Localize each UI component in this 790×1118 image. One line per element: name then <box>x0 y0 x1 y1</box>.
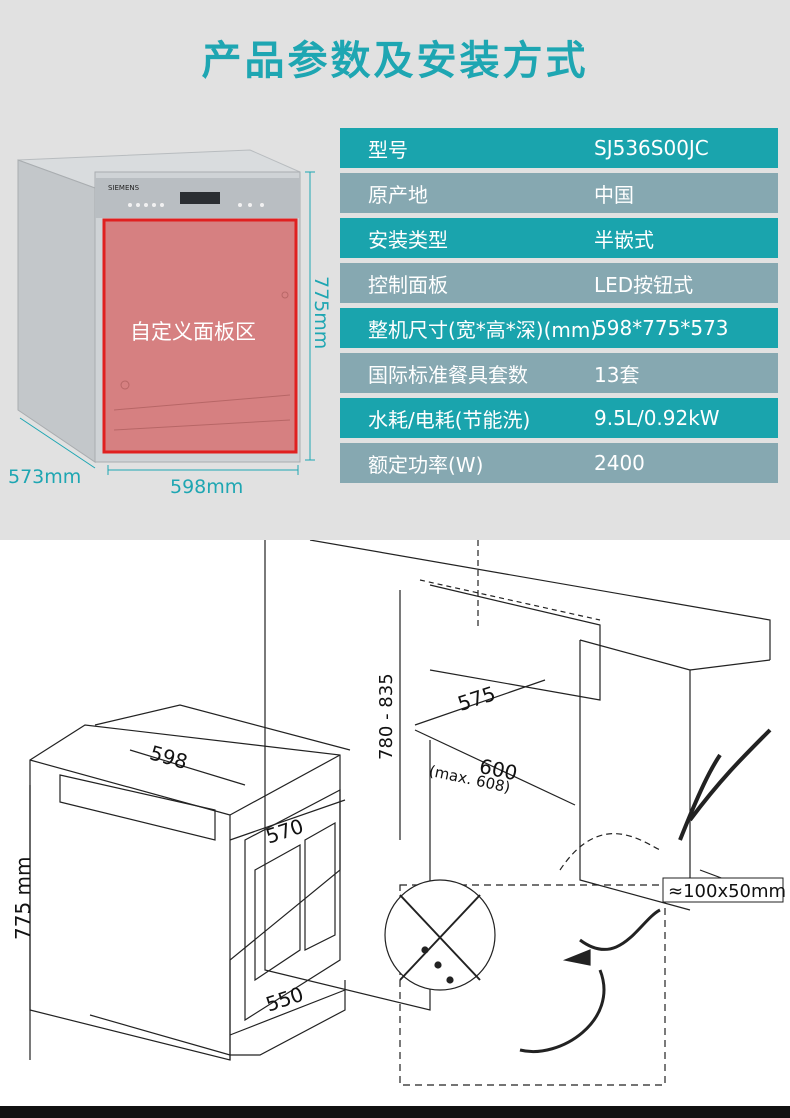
spec-row: 整机尺寸(宽*高*深)(mm)598*775*573 <box>340 308 778 348</box>
dim-width-570: 570 <box>263 814 307 849</box>
page-title: 产品参数及安装方式 <box>201 38 589 84</box>
product-info-section: 产品参数及安装方式 SIEMENS <box>0 0 790 540</box>
custom-panel-label: 自定义面板区 <box>130 320 256 344</box>
dim-height-775: 775 mm <box>11 857 35 941</box>
installation-diagram-section: 598 775 mm 570 550 575 600 (max. 608) 78… <box>0 539 790 1106</box>
spec-label: 安装类型 <box>368 227 448 252</box>
spec-label: 原产地 <box>368 182 428 207</box>
spec-label: 整机尺寸(宽*高*深)(mm) <box>368 317 599 342</box>
spec-label: 额定功率(W) <box>368 452 484 477</box>
spec-row: 控制面板 LED按钮式 <box>340 263 778 303</box>
spec-row: 水耗/电耗(节能洗) 9.5L/0.92kW <box>340 398 778 438</box>
dim-width-598: 598 <box>147 740 190 774</box>
bottom-bar <box>0 1106 790 1118</box>
dim-niche-height: 780 - 835 <box>376 673 397 760</box>
spec-value: 中国 <box>594 182 634 207</box>
width-dimension: 598mm <box>170 476 244 498</box>
spec-label: 控制面板 <box>368 272 448 297</box>
dim-width-550: 550 <box>263 982 307 1017</box>
spec-value: 半嵌式 <box>594 227 654 252</box>
height-dimension: 775mm <box>310 276 332 350</box>
brand-logo: SIEMENS <box>108 184 140 192</box>
spec-row: 原产地 中国 <box>340 173 778 213</box>
dishwasher-product-image: SIEMENS <box>17 149 315 475</box>
spec-row: 额定功率(W) 2400 <box>340 443 778 483</box>
custom-panel-area <box>102 218 298 454</box>
cutout-size-label: ≈100x50mm <box>668 881 786 902</box>
spec-row: 安装类型 半嵌式 <box>340 218 778 258</box>
spec-table: 型号 SJ536S00JC 原产地 中国安装类型 半嵌式控制面板 LED按钮式整机尺寸(宽… <box>340 128 778 488</box>
spec-label: 国际标准餐具套数 <box>368 362 528 387</box>
spec-value: SJ536S00JC <box>594 136 709 160</box>
spec-value: 598*775*573 <box>594 316 729 340</box>
spec-value: 2400 <box>594 451 645 475</box>
spec-value: 9.5L/0.92kW <box>594 406 720 430</box>
dim-niche-depth-575: 575 <box>455 681 499 716</box>
spec-label: 水耗/电耗(节能洗) <box>368 407 531 432</box>
spec-row: 型号 SJ536S00JC <box>340 128 778 168</box>
depth-dimension: 573mm <box>8 466 82 488</box>
installation-diagram: 598 775 mm 570 550 575 600 (max. 608) 78… <box>11 539 786 1086</box>
spec-label: 型号 <box>368 137 408 162</box>
spec-value: LED按钮式 <box>594 272 694 297</box>
spec-value: 13套 <box>594 362 640 387</box>
spec-row: 国际标准餐具套数 13套 <box>340 353 778 393</box>
